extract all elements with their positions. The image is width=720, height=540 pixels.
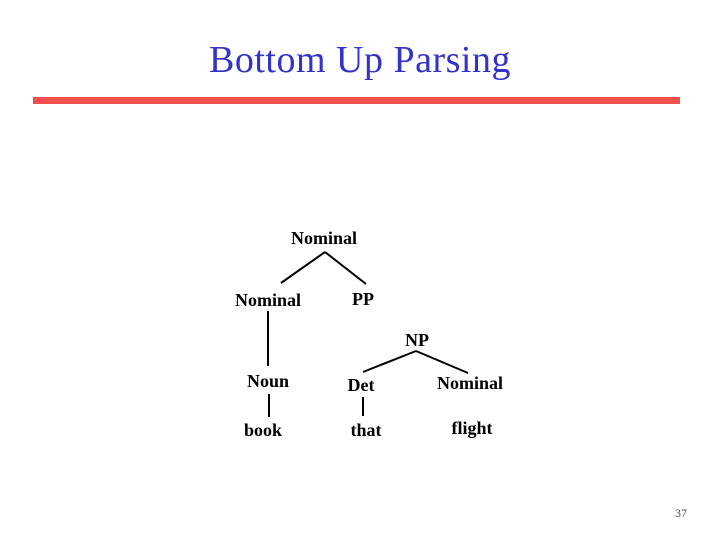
page-number: 37 <box>675 506 687 520</box>
title-underline-rule <box>33 97 680 104</box>
edge-np-to-nominal-right <box>415 350 469 374</box>
edge-np-to-det <box>362 350 417 373</box>
tree-node-nominal-right: Nominal <box>436 373 504 393</box>
slide-title: Bottom Up Parsing <box>209 39 511 81</box>
tree-node-noun: Noun <box>246 371 290 391</box>
tree-node-pp: PP <box>352 289 374 309</box>
tree-leaf-book: book <box>243 420 283 440</box>
tree-node-np: NP <box>405 330 429 350</box>
tree-node-det: Det <box>347 375 375 395</box>
tree-node-nominal-left: Nominal <box>234 290 302 310</box>
tree-node-nominal-root: Nominal <box>290 228 358 248</box>
edge-root-to-nominal-left <box>280 251 326 284</box>
tree-leaf-flight: flight <box>451 418 493 438</box>
edge-root-to-pp <box>324 251 367 285</box>
tree-leaf-that: that <box>350 420 382 440</box>
